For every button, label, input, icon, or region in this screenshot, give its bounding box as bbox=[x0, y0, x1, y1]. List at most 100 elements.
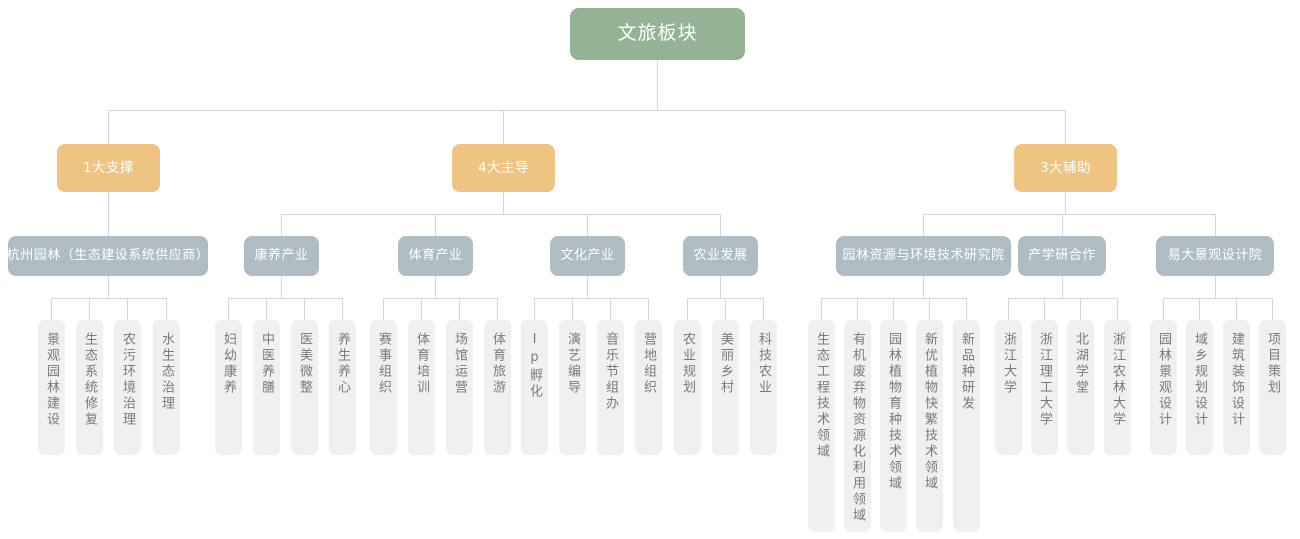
leaf-label: 有机废弃物资源化利用领域 bbox=[850, 332, 865, 524]
leaf-label: 体育旅游 bbox=[490, 332, 505, 396]
leaf-label: 赛事组织 bbox=[376, 332, 391, 396]
leaf-node[interactable]: 科技农业 bbox=[750, 320, 777, 455]
leaf-node[interactable]: 生态工程技术领域 bbox=[808, 320, 835, 532]
leaf-label: 医美微整 bbox=[297, 332, 312, 396]
connector-g1-stem bbox=[108, 276, 109, 298]
leaf-label: 场馆运营 bbox=[452, 332, 467, 396]
connector-g7-bus bbox=[1008, 298, 1117, 299]
leaf-node[interactable]: 北湖学堂 bbox=[1067, 320, 1094, 455]
leaf-node[interactable]: 音乐节组办 bbox=[597, 320, 624, 455]
leaf-node[interactable]: 浙江理工大学 bbox=[1031, 320, 1058, 455]
lvl3-node-nongye-fazhan[interactable]: 农业发展 bbox=[683, 236, 758, 276]
connector-g4-drop-2 bbox=[572, 298, 573, 320]
connector-g6-drop-3 bbox=[893, 298, 894, 320]
leaf-node[interactable]: 域乡规划设计 bbox=[1186, 320, 1213, 455]
connector-g3-drop-2 bbox=[421, 298, 422, 320]
leaf-node[interactable]: 赛事组织 bbox=[370, 320, 397, 455]
connector-drop-lvl2-1 bbox=[108, 110, 109, 144]
leaf-node[interactable]: 场馆运营 bbox=[446, 320, 473, 455]
leaf-node[interactable]: 体育培训 bbox=[408, 320, 435, 455]
leaf-node[interactable]: 中医养膳 bbox=[253, 320, 280, 455]
leaf-node[interactable]: 有机废弃物资源化利用领域 bbox=[844, 320, 871, 532]
leaf-node[interactable]: 营地组织 bbox=[635, 320, 662, 455]
connector-g6-drop-5 bbox=[966, 298, 967, 320]
connector-g2-drop-2 bbox=[266, 298, 267, 320]
lvl3-node-yida-sheji-yuan[interactable]: 易大景观设计院 bbox=[1156, 236, 1274, 276]
connector-g8-drop-2 bbox=[1199, 298, 1200, 320]
connector-g4-drop-3 bbox=[610, 298, 611, 320]
leaf-node[interactable]: 园林景观设计 bbox=[1150, 320, 1177, 455]
connector-g7-drop-3 bbox=[1080, 298, 1081, 320]
leaf-label: 水生态治理 bbox=[159, 332, 174, 412]
leaf-label: Ip孵化 bbox=[527, 332, 542, 400]
leaf-node[interactable]: 体育旅游 bbox=[484, 320, 511, 455]
connector-g3-drop-4 bbox=[497, 298, 498, 320]
leaf-node[interactable]: 园林植物育种技术领域 bbox=[880, 320, 907, 532]
lvl3-node-3-label: 体育产业 bbox=[408, 247, 463, 263]
lvl3-node-yuanlin-yanjiuyuan[interactable]: 园林资源与环境技术研究院 bbox=[836, 236, 1011, 276]
leaf-node[interactable]: 演艺编导 bbox=[559, 320, 586, 455]
leaf-node[interactable]: 美丽乡村 bbox=[712, 320, 739, 455]
connector-g5-drop-2 bbox=[725, 298, 726, 320]
leaf-node[interactable]: 农污环境治理 bbox=[114, 320, 141, 455]
lvl3-node-1-label: 杭州园林（生态建设系统供应商） bbox=[6, 247, 210, 263]
lvl2-node-4da-zhudao[interactable]: 4大主导 bbox=[452, 144, 555, 192]
connector-g8-stem bbox=[1215, 276, 1216, 298]
leaf-node[interactable]: 农业规划 bbox=[674, 320, 701, 455]
leaf-label: 浙江大学 bbox=[1001, 332, 1016, 396]
lvl3-node-hangzhou-yuanlin[interactable]: 杭州园林（生态建设系统供应商） bbox=[6, 236, 210, 276]
leaf-node[interactable]: 项目策划 bbox=[1259, 320, 1286, 455]
connector-g2-drop-1 bbox=[228, 298, 229, 320]
lvl2-node-1da-zhicheng[interactable]: 1大支撑 bbox=[57, 144, 160, 192]
leaf-node[interactable]: 新品种研发 bbox=[953, 320, 980, 532]
connector-g8-drop-3 bbox=[1236, 298, 1237, 320]
leaf-node[interactable]: 医美微整 bbox=[291, 320, 318, 455]
leaf-label: 农业规划 bbox=[680, 332, 695, 396]
root-node-wenlv-bankuai[interactable]: 文旅板块 bbox=[570, 8, 745, 60]
connector-g6-drop-1 bbox=[821, 298, 822, 320]
leaf-node[interactable]: Ip孵化 bbox=[521, 320, 548, 455]
root-node-label: 文旅板块 bbox=[617, 22, 698, 45]
connector-g4-stem bbox=[587, 276, 588, 298]
leaf-node[interactable]: 生态系统修复 bbox=[76, 320, 103, 455]
leaf-node[interactable]: 浙江农林大学 bbox=[1104, 320, 1131, 455]
lvl3-node-4-label: 文化产业 bbox=[560, 247, 615, 263]
lvl3-node-chanxueyan-hezuo[interactable]: 产学研合作 bbox=[1018, 236, 1106, 276]
leaf-label: 景观园林建设 bbox=[44, 332, 59, 428]
connector-g5-drop-1 bbox=[687, 298, 688, 320]
connector-drop-chanxueyan bbox=[1062, 214, 1063, 236]
leaf-label: 科技农业 bbox=[756, 332, 771, 396]
leaf-label: 妇幼康养 bbox=[221, 332, 236, 396]
connector-g2-drop-3 bbox=[304, 298, 305, 320]
connector-g1-drop-1 bbox=[51, 298, 52, 320]
leaf-label: 养生养心 bbox=[335, 332, 350, 396]
connector-g3-drop-1 bbox=[383, 298, 384, 320]
lvl3-node-2-label: 康养产业 bbox=[254, 247, 309, 263]
connector-g7-drop-4 bbox=[1117, 298, 1118, 320]
connector-g1-drop-2 bbox=[89, 298, 90, 320]
leaf-node[interactable]: 建筑装饰设计 bbox=[1223, 320, 1250, 455]
lvl3-node-6-label: 园林资源与环境技术研究院 bbox=[842, 247, 1005, 263]
lvl3-node-tiyu-chanye[interactable]: 体育产业 bbox=[398, 236, 473, 276]
connector-g4-bus bbox=[534, 298, 648, 299]
leaf-node[interactable]: 浙江大学 bbox=[995, 320, 1022, 455]
lvl2-node-3da-fuzhu[interactable]: 3大辅助 bbox=[1014, 144, 1117, 192]
leaf-label: 营地组织 bbox=[641, 332, 656, 396]
connector-lvl2-1-stem bbox=[108, 192, 109, 236]
connector-g3-stem bbox=[435, 276, 436, 298]
lvl3-node-wenhua-chanye[interactable]: 文化产业 bbox=[550, 236, 625, 276]
leaf-node[interactable]: 妇幼康养 bbox=[215, 320, 242, 455]
leaf-label: 美丽乡村 bbox=[718, 332, 733, 396]
leaf-node[interactable]: 新优植物快繁技术领域 bbox=[916, 320, 943, 532]
leaf-node[interactable]: 景观园林建设 bbox=[38, 320, 65, 455]
connector-g3-drop-3 bbox=[459, 298, 460, 320]
connector-g7-drop-2 bbox=[1044, 298, 1045, 320]
connector-root-bus bbox=[108, 110, 1065, 111]
connector-g7-stem bbox=[1062, 276, 1063, 298]
leaf-node[interactable]: 水生态治理 bbox=[153, 320, 180, 455]
leaf-node[interactable]: 养生养心 bbox=[329, 320, 356, 455]
connector-g5-stem bbox=[720, 276, 721, 298]
connector-g2-stem bbox=[281, 276, 282, 298]
lvl3-node-kangyang-chanye[interactable]: 康养产业 bbox=[244, 236, 319, 276]
